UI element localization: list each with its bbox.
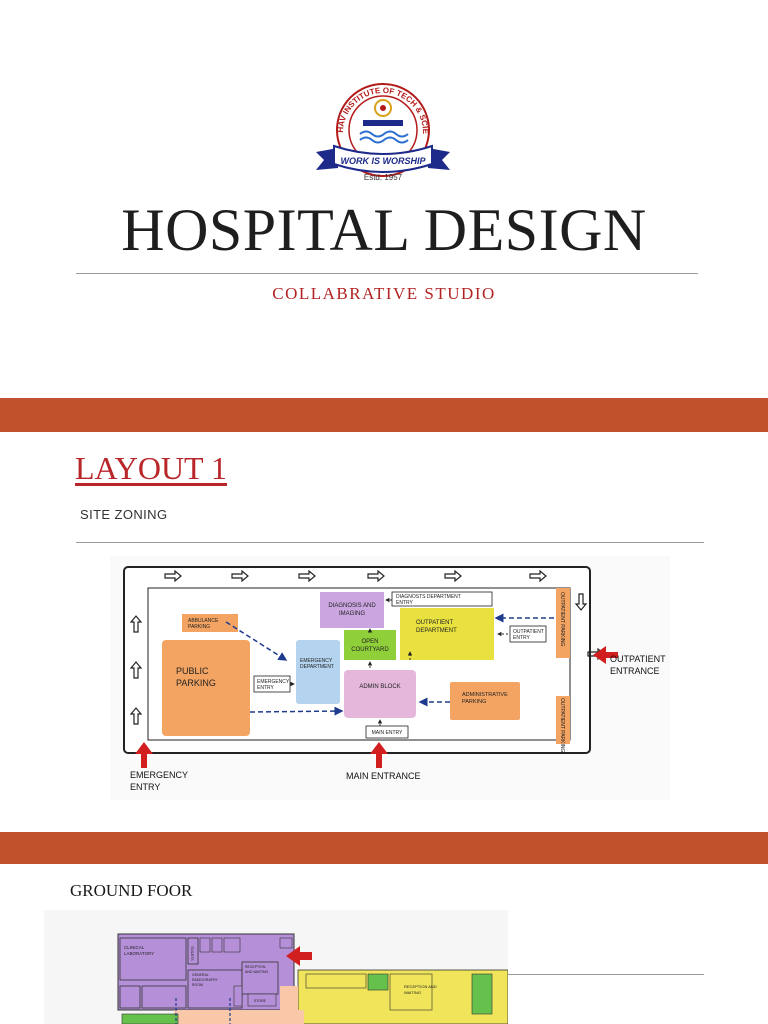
zone-outpatient-label: OUTPATIENT	[416, 620, 453, 626]
ground-floor-entry-arrow	[286, 946, 312, 966]
main-entrance-label: MAIN ENTRANCE	[346, 771, 421, 781]
room-radiography-label-2: RADIOGRAPHY	[192, 978, 219, 982]
tag-diagnostic-entry-label: DIAGNOSTS DEPARTMENT	[396, 594, 461, 600]
room-reception-waiting	[241, 961, 279, 995]
zone-courtyard-label: OPEN	[361, 639, 378, 645]
zone-outpatient-label-2: DEPARTMENT	[416, 628, 457, 634]
site-zoning-diagram: DIAGNOSIS AND IMAGING DIAGNOSTS DEPARTME…	[110, 556, 670, 800]
site-zoning-label: SITE ZONING	[80, 507, 168, 522]
zone-courtyard-label-2: COURTYARD	[351, 647, 389, 653]
room-reception-top-label-2: AND WAITING	[245, 970, 268, 974]
slide-divider-band-2	[0, 832, 768, 864]
tag-main-entry	[365, 725, 409, 739]
road-arrows-top	[164, 569, 547, 583]
logo-motto: WORK IS WORSHIP	[341, 156, 427, 166]
zone-diagnosis-label-2: IMAGING	[339, 611, 365, 617]
room-radiography-label-3: ROOM	[192, 983, 203, 987]
outpatient-entrance-label-2: ENTRANCE	[610, 666, 660, 676]
room-toilets-label: TOILETS	[190, 946, 194, 961]
zone-diagnosis-imaging	[320, 592, 384, 628]
zone-outpatient-parking-bottom-label: OUTPATIENT PARKING	[559, 698, 565, 752]
tag-outpatient-entry-label-2: ENTRY	[513, 635, 531, 641]
zone-administrative-parking	[450, 682, 520, 720]
zone-admin-parking-label: ADMINISTRATIVE	[462, 692, 508, 698]
zone-outpatient-parking-top	[556, 588, 570, 658]
room-reception-right-label: RECEPTION AND	[404, 984, 437, 989]
zone-admin-block-label: ADMIN BLOCK	[359, 684, 400, 690]
tag-emergency-entry-label-2: ENTRY	[257, 685, 275, 691]
tag-main-entry-label: MAIN ENTRY	[372, 730, 403, 736]
emergency-entry-label-2: ENTRY	[130, 782, 160, 792]
institute-logo: MADHAV INSTITUTE OF TECH & SCIENCE WORK …	[308, 78, 450, 182]
zone-ambulance-label: ABBULANCE	[188, 618, 219, 624]
zone-outpatient-parking-top-label: OUTPATIENT PARKING	[559, 592, 565, 646]
circulation-paths	[225, 613, 554, 716]
zone-public-parking	[162, 640, 250, 736]
zone-admin-parking-label-2: PARKING	[462, 699, 486, 705]
ground-floor-heading: GROUND FOOR	[70, 881, 193, 900]
emergency-entry-label: EMERGENCY	[130, 770, 188, 780]
tag-diagnostic-entry-label-2: ENTRY	[396, 600, 414, 606]
page-title: HOSPITAL DESIGN	[121, 197, 647, 263]
room-store-label: STORE	[254, 999, 267, 1003]
ground-floor-divider	[508, 974, 704, 975]
tag-outpatient-entry-label: OUTPATIENT	[513, 629, 544, 635]
tag-emergency-entry-label: EMERGENCY	[257, 679, 290, 685]
zone-emergency-department	[296, 640, 340, 704]
zone-diagnosis-label: DIAGNOSIS AND	[328, 603, 376, 609]
zone-emergency-label-2: DEPARTMENT	[300, 664, 334, 670]
room-reception-top-label: RECEPTION	[245, 965, 266, 969]
room-toilets	[187, 937, 199, 965]
page-subtitle: COLLABRATIVE STUDIO	[272, 284, 496, 303]
room-reception-waiting-right	[389, 973, 433, 1011]
road-arrow-right	[574, 593, 588, 611]
zone-ambulance-label-2: PARKING	[188, 624, 210, 630]
internal-connectors	[290, 597, 508, 726]
room-store	[247, 993, 277, 1007]
outpatient-entrance-label: OUTPATIENT	[610, 654, 666, 664]
tag-outpatient-entry	[509, 625, 547, 643]
zone-public-parking-label-2: PARKING	[176, 678, 216, 688]
room-clinical-lab-label-2: LABORATORY	[124, 951, 154, 956]
zone-outpatient-parking-bottom	[556, 696, 570, 744]
zone-public-parking-label: PUBLIC	[176, 666, 209, 676]
zone-emergency-label: EMERGENCY	[300, 658, 333, 664]
logo-established: Estd. 1957	[364, 173, 403, 182]
layout-heading: LAYOUT 1	[75, 450, 228, 486]
tag-diagnostic-entry	[391, 591, 493, 607]
ground-floor-plan: CLINICAL LABORATORY TOILETS GENERAL RADI…	[44, 910, 508, 1024]
title-divider	[76, 273, 698, 274]
zone-ambulance-parking	[182, 614, 238, 632]
entrance-arrows	[135, 646, 618, 768]
section-divider	[76, 542, 704, 543]
room-reception-right-label-2: WAITING	[404, 990, 421, 995]
zone-open-courtyard	[344, 630, 396, 660]
room-general-radiography	[187, 969, 243, 1009]
room-clinical-lab-label: CLINICAL	[124, 945, 145, 950]
zone-admin-block	[344, 670, 416, 718]
road-arrows-left	[129, 615, 143, 725]
room-radiography-label: GENERAL	[192, 973, 209, 977]
room-clinical-lab	[119, 937, 187, 981]
slide-divider-band	[0, 398, 768, 432]
zone-outpatient-department	[400, 608, 494, 660]
